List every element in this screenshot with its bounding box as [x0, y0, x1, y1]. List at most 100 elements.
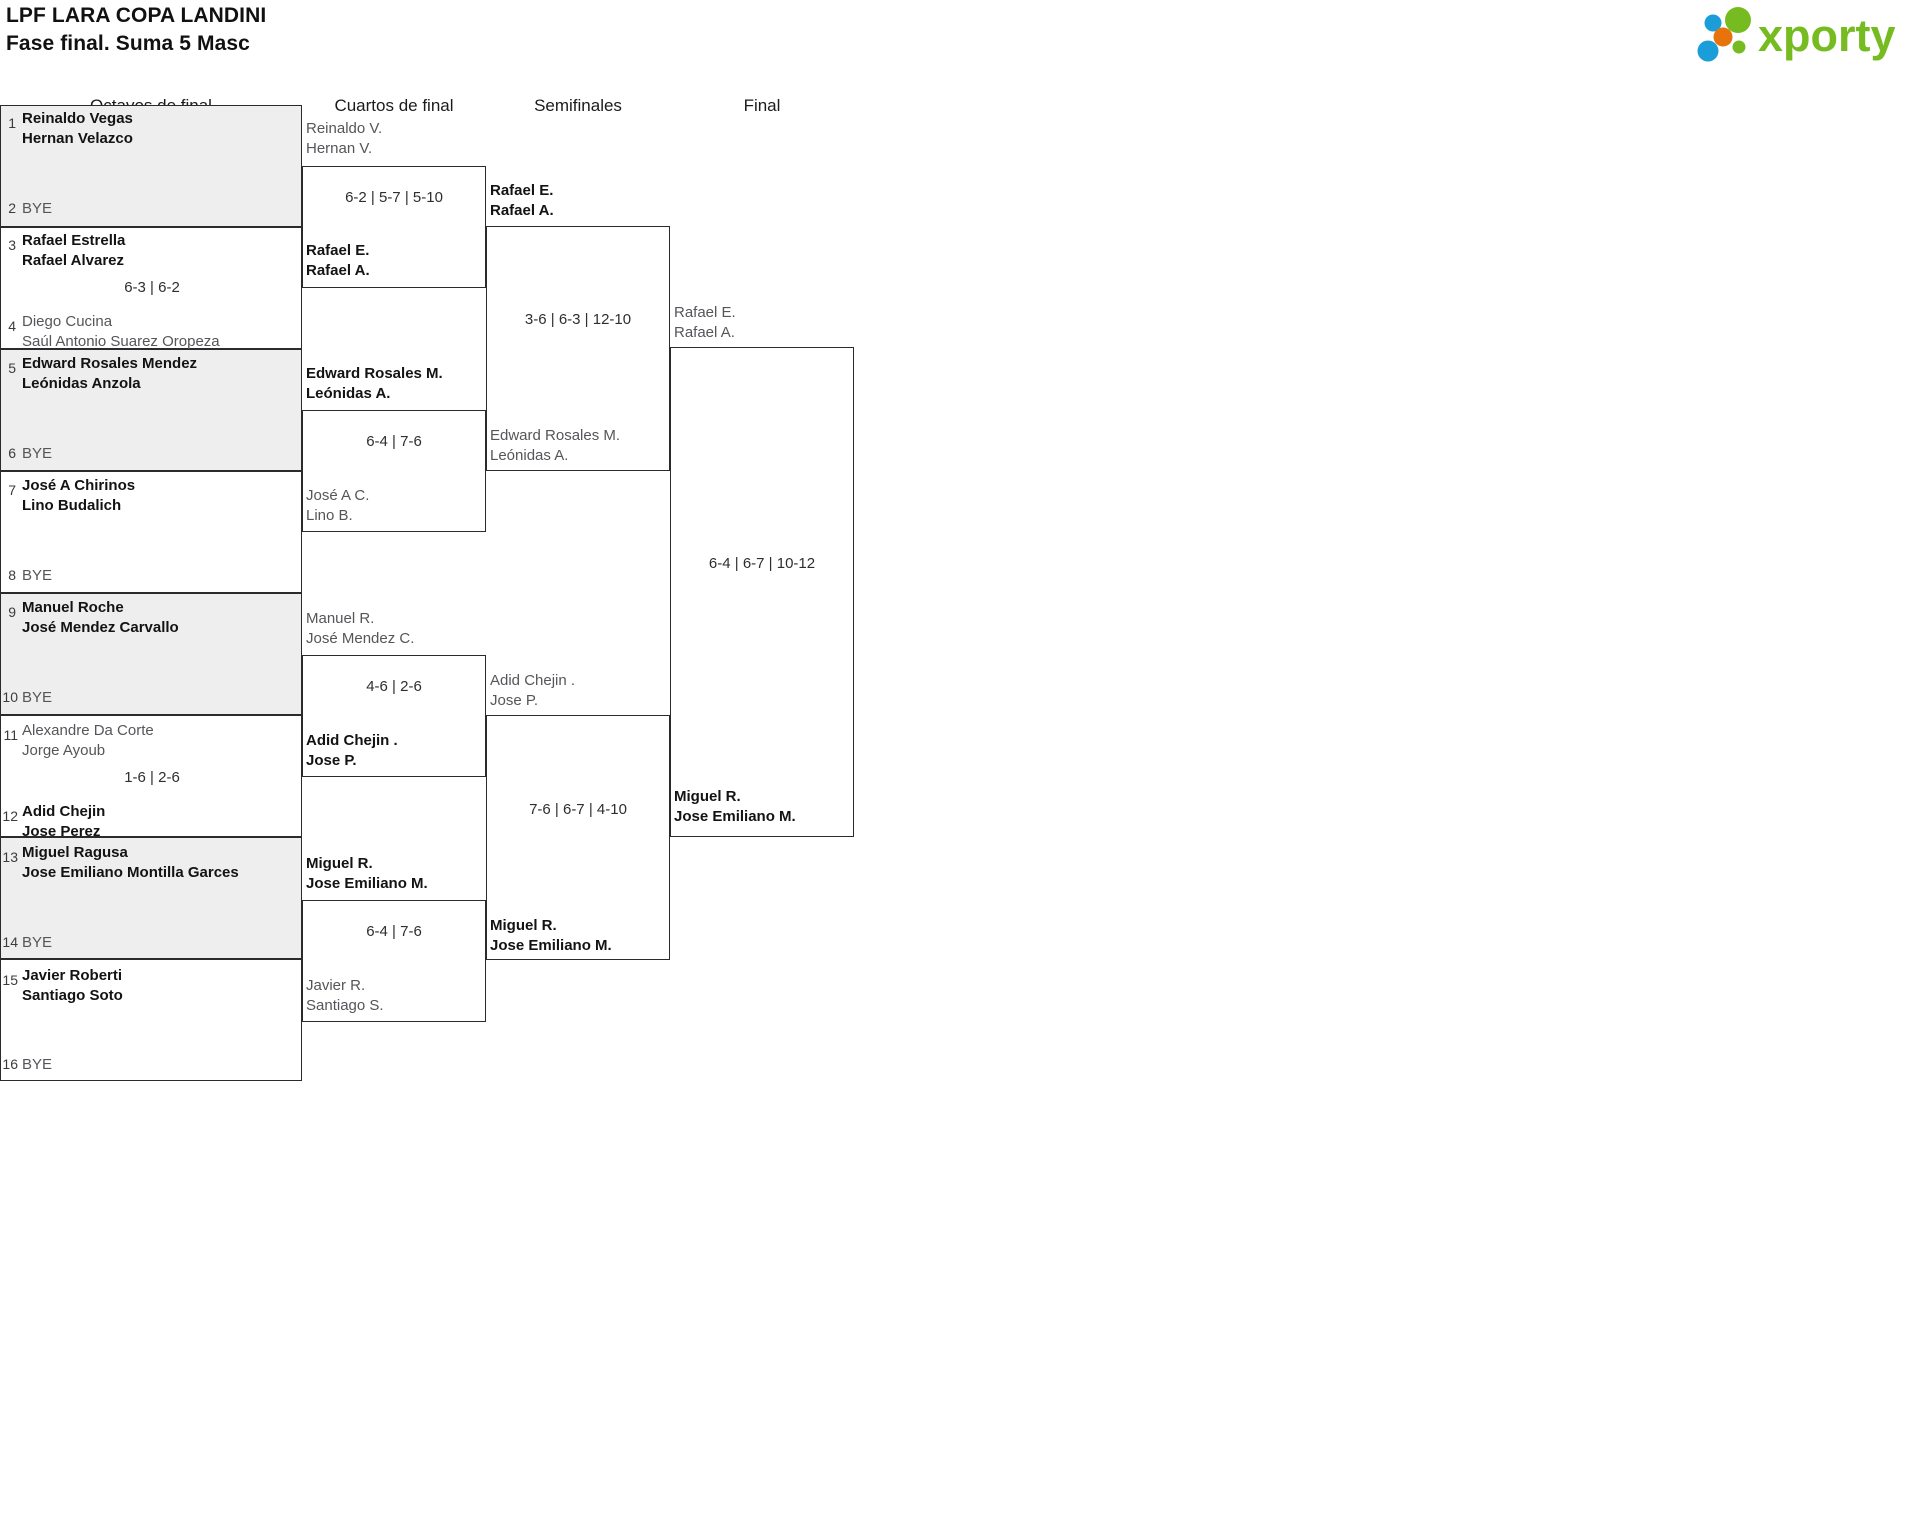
- r1-team-7: José A Chirinos Lino Budalich: [22, 476, 135, 515]
- r1-seed-8: 8: [8, 567, 16, 583]
- player-name: José A C.: [306, 487, 370, 504]
- r1-seed-12: 12: [2, 808, 18, 824]
- player-name: Adid Chejin .: [306, 732, 398, 749]
- r1-score-2: 6-3 | 6-2: [124, 279, 180, 296]
- r1-match-5[interactable]: [0, 593, 302, 715]
- tournament-name: LPF LARA COPA LANDINI: [6, 4, 267, 27]
- r3-team-1: Rafael E. Rafael A.: [490, 181, 554, 220]
- r3-match-1[interactable]: [486, 226, 670, 471]
- r1-seed-9: 9: [8, 604, 16, 620]
- r1-team-10: BYE: [22, 688, 52, 708]
- player-name: Lino Budalich: [22, 496, 122, 514]
- player-name: Jose P.: [490, 691, 539, 709]
- r1-seed-7: 7: [8, 482, 16, 498]
- r1-seed-1: 1: [8, 115, 16, 131]
- r1-match-4[interactable]: [0, 471, 302, 593]
- r4-team-1: Rafael E. Rafael A.: [674, 303, 736, 342]
- player-name: Jorge Ayoub: [22, 741, 106, 759]
- player-name: BYE: [22, 934, 53, 951]
- r1-team-5: Edward Rosales Mendez Leónidas Anzola: [22, 354, 197, 393]
- r1-seed-2: 2: [8, 200, 16, 216]
- r1-team-14: BYE: [22, 933, 52, 953]
- r1-team-11: Alexandre Da Corte Jorge Ayoub: [22, 721, 154, 760]
- r2-match-1[interactable]: [302, 166, 486, 288]
- r4-score-final: 6-4 | 6-7 | 10-12: [708, 555, 816, 572]
- r3-match-2[interactable]: [486, 715, 670, 960]
- player-name: Edward Rosales Mendez: [22, 355, 198, 372]
- player-name: Diego Cucina: [22, 313, 113, 330]
- player-name: Rafael A.: [490, 201, 554, 219]
- r2-team-4: José A C. Lino B.: [306, 486, 369, 525]
- player-name: Miguel R.: [674, 788, 741, 805]
- player-name: José A Chirinos: [22, 477, 136, 494]
- r3-team-4: Miguel R. Jose Emiliano M.: [490, 916, 612, 955]
- r1-seed-6: 6: [8, 445, 16, 461]
- player-name: BYE: [22, 200, 53, 217]
- r2-match-4[interactable]: [302, 900, 486, 1022]
- round-header-semis: Semifinales: [534, 96, 622, 115]
- r2-team-1: Reinaldo V. Hernan V.: [306, 119, 382, 158]
- r3-score-2: 7-6 | 6-7 | 4-10: [529, 801, 627, 818]
- logo-wordmark: xporty: [1758, 10, 1896, 61]
- player-name: Edward Rosales M.: [490, 427, 621, 444]
- r1-team-1: Reinaldo Vegas Hernan Velazco: [22, 109, 133, 148]
- r2-score-3: 4-6 | 2-6: [366, 678, 422, 695]
- player-name: Leónidas Anzola: [22, 374, 141, 392]
- logo-dots-icon: [1697, 7, 1751, 62]
- player-name: Lino B.: [306, 506, 353, 524]
- player-name: BYE: [22, 1056, 53, 1073]
- player-name: Santiago S.: [306, 996, 384, 1014]
- player-name: Jose Emiliano M.: [490, 936, 612, 954]
- r3-team-3: Adid Chejin . Jose P.: [490, 671, 575, 710]
- r1-match-1[interactable]: [0, 105, 302, 227]
- r1-team-13: Miguel Ragusa Jose Emiliano Montilla Gar…: [22, 843, 239, 882]
- player-name: Hernan V.: [306, 139, 373, 157]
- r1-team-15: Javier Roberti Santiago Soto: [22, 966, 123, 1005]
- r2-score-1: 6-2 | 5-7 | 5-10: [345, 189, 443, 206]
- player-name: Santiago Soto: [22, 986, 123, 1004]
- player-name: Adid Chejin: [22, 803, 106, 820]
- r1-seed-5: 5: [8, 360, 16, 376]
- r2-team-8: Javier R. Santiago S.: [306, 976, 384, 1015]
- r1-match-6[interactable]: [0, 715, 302, 837]
- player-name: Rafael Estrella: [22, 232, 126, 249]
- r1-seed-3: 3: [8, 237, 16, 253]
- player-name: Reinaldo V.: [306, 120, 383, 137]
- player-name: Adid Chejin .: [490, 672, 576, 689]
- r2-team-3: Edward Rosales M. Leónidas A.: [306, 364, 443, 403]
- player-name: Miguel R.: [490, 917, 557, 934]
- r1-seed-10: 10: [2, 689, 18, 705]
- player-name: José Mendez C.: [306, 629, 415, 647]
- player-name: Leónidas A.: [306, 384, 391, 402]
- player-name: Rafael A.: [306, 261, 370, 279]
- r1-match-7[interactable]: [0, 837, 302, 959]
- r4-match-final[interactable]: [670, 347, 854, 837]
- r1-team-12: Adid Chejin Jose Perez: [22, 802, 105, 841]
- player-name: Alexandre Da Corte: [22, 722, 154, 739]
- r1-team-8: BYE: [22, 566, 52, 586]
- r1-match-8[interactable]: [0, 959, 302, 1081]
- player-name: BYE: [22, 689, 53, 706]
- player-name: Miguel Ragusa: [22, 844, 128, 861]
- player-name: Reinaldo Vegas: [22, 110, 133, 127]
- player-name: Rafael Alvarez: [22, 251, 124, 269]
- page-title: LPF LARA COPA LANDINI Fase final. Suma 5…: [6, 2, 266, 58]
- player-name: Rafael A.: [674, 323, 735, 341]
- r1-seed-13: 13: [2, 849, 18, 865]
- r1-match-3[interactable]: [0, 349, 302, 471]
- r1-match-2[interactable]: [0, 227, 302, 349]
- r3-team-2: Edward Rosales M. Leónidas A.: [490, 426, 620, 465]
- player-name: BYE: [22, 445, 53, 462]
- player-name: BYE: [22, 567, 53, 584]
- r2-match-2[interactable]: [302, 410, 486, 532]
- r1-team-6: BYE: [22, 444, 52, 464]
- r4-team-champion: Miguel R. Jose Emiliano M.: [674, 787, 796, 826]
- player-name: Edward Rosales M.: [306, 365, 443, 382]
- r2-match-3[interactable]: [302, 655, 486, 777]
- player-name: José Mendez Carvallo: [22, 618, 179, 636]
- r1-team-2: BYE: [22, 199, 52, 219]
- r2-score-2: 6-4 | 7-6: [366, 433, 422, 450]
- player-name: Saúl Antonio Suarez Oropeza: [22, 332, 220, 350]
- r2-team-6: Adid Chejin . Jose P.: [306, 731, 398, 770]
- r1-team-4: Diego Cucina Saúl Antonio Suarez Oropeza: [22, 312, 220, 351]
